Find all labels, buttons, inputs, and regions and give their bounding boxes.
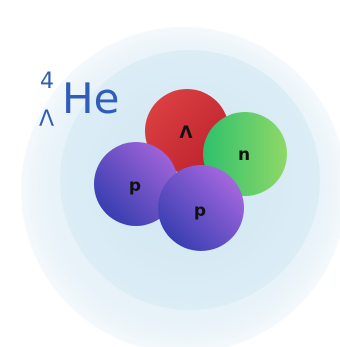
- element-symbol: He: [62, 74, 119, 123]
- proton-front: [158, 165, 244, 251]
- proton-left: [94, 142, 178, 226]
- proton-left-label: p: [129, 176, 141, 196]
- strangeness-symbol: Λ: [39, 107, 54, 132]
- neutron-label: n: [238, 145, 250, 165]
- particle-proton-front: p: [158, 165, 244, 251]
- proton-front-label: p: [194, 201, 206, 221]
- mass-number: 4: [40, 69, 54, 94]
- particle-proton-left: p: [94, 142, 178, 226]
- nucleus-title: 4 Λ He: [39, 69, 119, 132]
- lambda-label: Λ: [179, 123, 193, 143]
